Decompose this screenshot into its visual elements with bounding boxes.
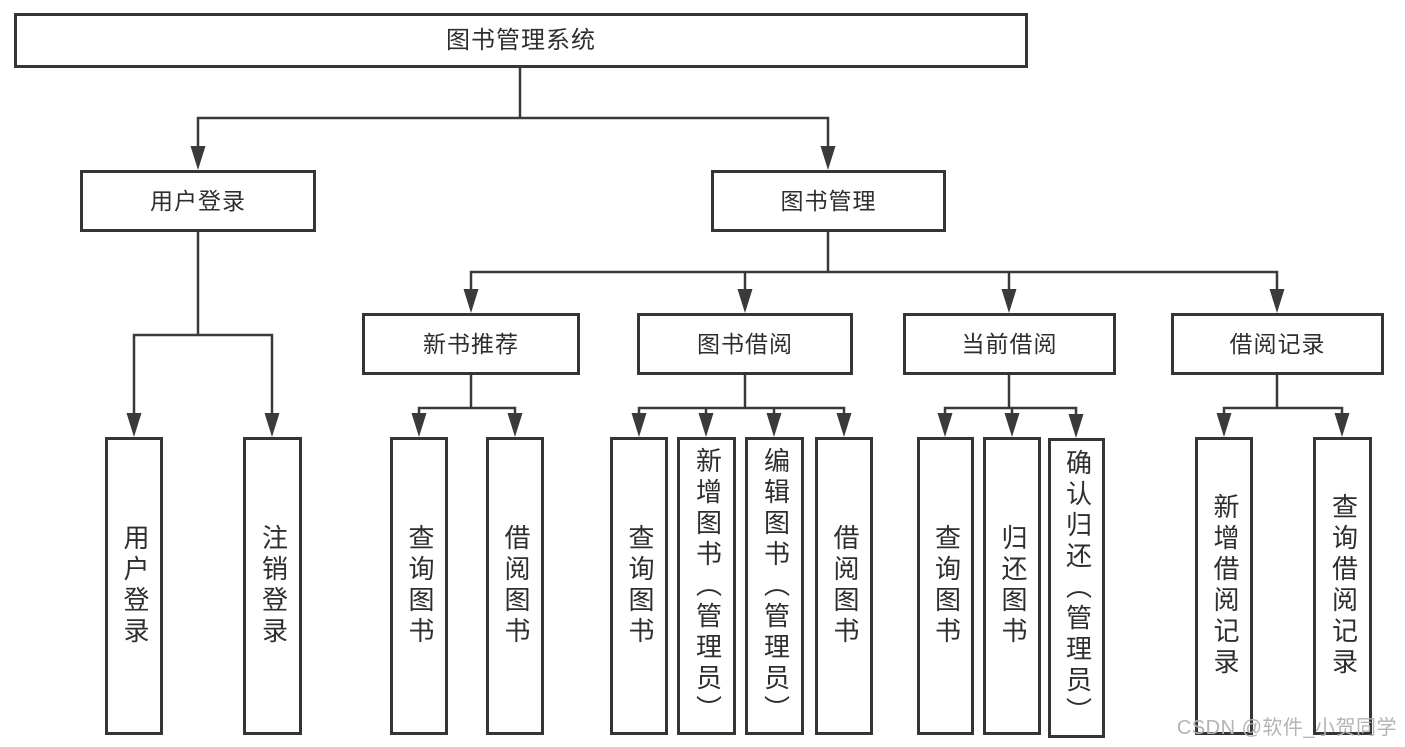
arrowhead-icon: [1068, 414, 1084, 438]
leaf-user-login: 用户登录: [105, 437, 163, 735]
node-book-borrow: 图书借阅: [637, 313, 853, 375]
arrowhead-icon: [190, 146, 206, 170]
leaf-add-books-admin: 新增图书（管理员）: [677, 437, 736, 735]
arrowhead-icon: [411, 413, 427, 437]
arrowhead-icon: [1216, 413, 1232, 437]
leaf-logout: 注销登录: [243, 437, 302, 735]
arrowhead-icon: [264, 413, 280, 437]
watermark: CSDN @软件_小贺同学: [1176, 717, 1397, 739]
connector-user-login-to-leaves: [132, 232, 274, 420]
leaf-edit-books-admin: 编辑图书（管理员）: [745, 437, 804, 735]
arrowhead-icon: [836, 413, 852, 437]
arrowhead-icon: [631, 413, 647, 437]
leaf-query-borrow-record: 查询借阅记录: [1313, 437, 1372, 735]
arrowheads: [126, 146, 1350, 438]
node-current-borrow: 当前借阅: [903, 313, 1116, 375]
leaf-borrow-books-recommend: 借阅图书: [486, 437, 544, 735]
node-book-management: 图书管理: [711, 170, 946, 232]
arrowhead-icon: [737, 289, 753, 313]
arrowhead-icon: [698, 413, 714, 437]
leaf-return-books: 归还图书: [983, 437, 1041, 735]
connector-book-borrow-to-leaves: [637, 375, 846, 420]
arrowhead-icon: [1004, 413, 1020, 437]
connector-book-management-to-sections: [469, 232, 1279, 298]
arrowhead-icon: [126, 413, 142, 437]
arrowhead-icon: [1334, 413, 1350, 437]
leaf-add-borrow-record: 新增借阅记录: [1195, 437, 1253, 735]
node-borrow-records: 借阅记录: [1171, 313, 1384, 375]
connector-borrow-records-to-leaves: [1222, 375, 1344, 420]
leaf-borrow-books: 借阅图书: [815, 437, 873, 735]
arrowhead-icon: [937, 413, 953, 437]
node-root: 图书管理系统: [14, 13, 1028, 68]
arrowhead-icon: [507, 413, 523, 437]
leaf-query-books-borrow: 查询图书: [610, 437, 668, 735]
arrowhead-icon: [820, 146, 836, 170]
node-user-login: 用户登录: [80, 170, 316, 232]
arrowhead-icon: [1001, 289, 1017, 313]
arrowhead-icon: [463, 289, 479, 313]
connector-new-book-recommend-to-leaves: [417, 375, 517, 420]
leaf-query-books-recommend: 查询图书: [390, 437, 448, 735]
leaf-query-books-current: 查询图书: [917, 437, 974, 735]
node-new-book-recommend: 新书推荐: [362, 313, 580, 375]
connector-root-to-level2: [196, 68, 830, 150]
arrowhead-icon: [766, 413, 782, 437]
arrowhead-icon: [1269, 289, 1285, 313]
leaf-confirm-return-admin: 确认归还（管理员）: [1048, 438, 1105, 738]
